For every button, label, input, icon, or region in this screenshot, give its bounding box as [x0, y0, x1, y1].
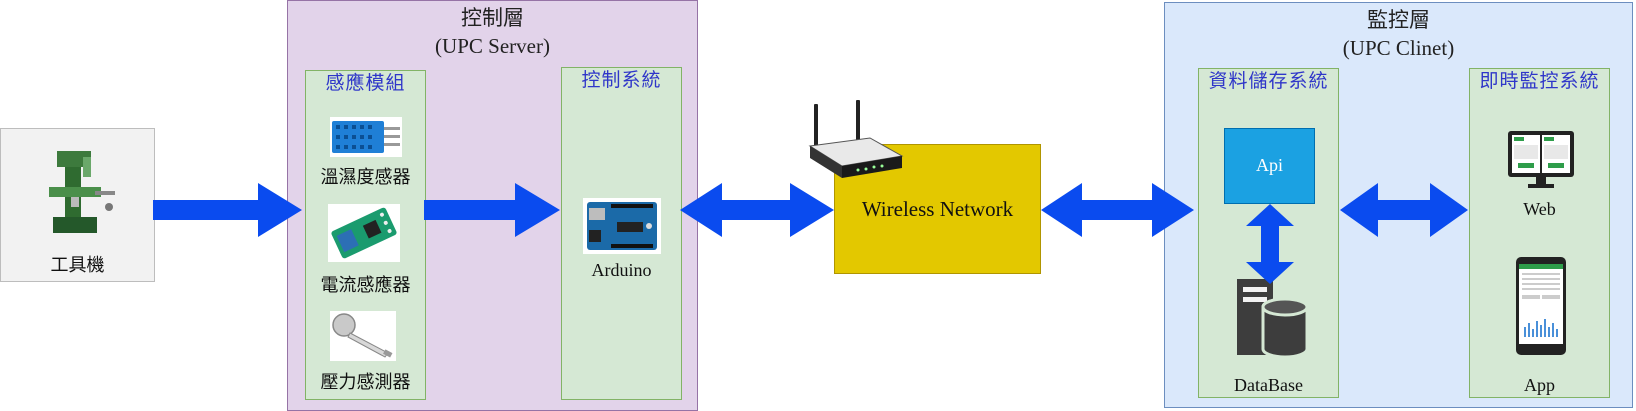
pressure-sensor-icon	[332, 313, 393, 358]
arrow-api-database	[1246, 204, 1294, 284]
router-icon	[808, 100, 904, 178]
arduino-board-image	[583, 198, 661, 254]
current-sensor-image	[328, 204, 400, 262]
control-layer: 控制層 (UPC Server) 感應模組 溫濕度感器	[287, 0, 698, 411]
api-box: Api	[1224, 128, 1315, 204]
control-system: 控制系統 Arduino	[561, 67, 682, 400]
machine-label: 工具機	[50, 255, 105, 275]
arrow-control-network	[680, 183, 834, 237]
web-label: Web	[1523, 199, 1556, 219]
humidity-sensor-image	[330, 117, 402, 157]
api-label: Api	[1256, 155, 1283, 175]
pressure-sensor-label: 壓力感測器	[320, 372, 411, 392]
pressure-sensor-image	[330, 311, 396, 361]
monitor-layer-title: 監控層	[1367, 8, 1430, 32]
web-monitor-icon	[1508, 131, 1574, 188]
machine-tool-box: 工具機	[0, 128, 155, 282]
arduino-board-icon	[587, 202, 657, 250]
humidity-sensor-label: 溫濕度感器	[320, 167, 411, 187]
app-label: App	[1524, 375, 1555, 395]
arrow-network-monitor	[1041, 183, 1194, 237]
arrow-storage-realtime	[1340, 183, 1468, 237]
sensor-module-title: 感應模組	[325, 73, 406, 94]
monitor-layer-subtitle: (UPC Clinet)	[1342, 36, 1455, 60]
control-layer-subtitle: (UPC Server)	[435, 34, 550, 58]
current-sensor-label: 電流感應器	[320, 275, 411, 295]
dht-sensor-icon	[332, 121, 400, 153]
control-layer-title: 控制層	[461, 6, 524, 30]
storage-system-title: 資料儲存系統	[1208, 71, 1329, 92]
mobile-app-icon	[1516, 257, 1566, 355]
database-server-icon	[1237, 279, 1309, 359]
arrow-machine-to-sensors	[153, 183, 302, 237]
arduino-label: Arduino	[591, 260, 652, 280]
control-system-title: 控制系統	[581, 70, 662, 91]
arrow-sensors-to-control	[424, 183, 560, 237]
current-sensor-icon	[331, 207, 397, 259]
realtime-system-title: 即時監控系統	[1479, 71, 1600, 92]
milling-machine-icon	[49, 151, 115, 233]
database-label: DataBase	[1234, 375, 1303, 395]
sensor-module: 感應模組 溫濕度感器	[305, 70, 426, 400]
realtime-system: 即時監控系統 Web	[1469, 68, 1610, 398]
wireless-network-label: Wireless Network	[861, 197, 1014, 221]
